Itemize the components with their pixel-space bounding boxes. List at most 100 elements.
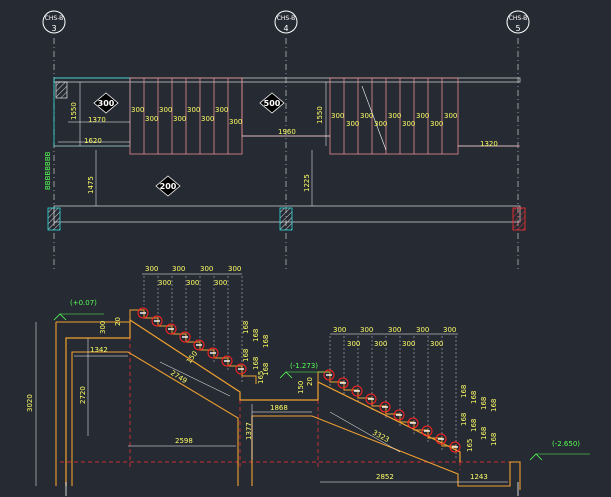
dim-1320: 1320 — [480, 140, 498, 148]
dim-3323: 3323 — [371, 429, 390, 444]
svg-text:300: 300 — [214, 279, 227, 287]
level-label: (-2.650) — [552, 440, 580, 448]
svg-text:168: 168 — [460, 385, 468, 398]
level-marker-bottom: (-2.650) — [529, 440, 590, 461]
svg-text:300: 300 — [374, 120, 387, 128]
step-marker-bars — [140, 312, 458, 448]
svg-text:300: 300 — [228, 265, 241, 273]
level-marker-mid: (-1.273) — [279, 362, 328, 379]
svg-text:168: 168 — [460, 413, 468, 426]
svg-text:300: 300 — [145, 115, 158, 123]
stair-profile-upper — [65, 318, 461, 486]
svg-text:300: 300 — [159, 106, 172, 114]
step-teeth-upper — [129, 309, 257, 384]
svg-text:300: 300 — [430, 120, 443, 128]
svg-text:300: 300 — [158, 279, 171, 287]
slab-label: 300 — [98, 99, 115, 108]
svg-text:300: 300 — [416, 112, 429, 120]
level-marker-top: (+0.07) — [53, 299, 104, 321]
column-hatch — [55, 81, 68, 99]
section-step-width-dims-upper: 300 300 300 300 300 300 300 — [145, 265, 241, 287]
svg-text:168: 168 — [242, 321, 250, 334]
axis-code: CHS-B — [45, 15, 64, 22]
svg-text:300: 300 — [187, 106, 200, 114]
svg-text:300: 300 — [215, 106, 228, 114]
dim-1475: 1475 — [87, 176, 95, 194]
dim-1370: 1370 — [88, 116, 106, 124]
step-markers-upper — [137, 307, 247, 375]
plan-top-beam — [53, 77, 521, 83]
level-label: (-1.273) — [290, 362, 318, 370]
dim-20: 20 — [114, 317, 122, 326]
section-view: (+0.07) (-1.273) (-2.650) 300 300 300 30… — [26, 265, 590, 496]
svg-text:300: 300 — [201, 115, 214, 123]
svg-text:300: 300 — [416, 326, 429, 334]
svg-text:300: 300 — [347, 340, 360, 348]
svg-text:300: 300 — [331, 112, 344, 120]
dim-1225: 1225 — [303, 174, 311, 192]
slab-tag-500: 500 — [259, 92, 285, 114]
svg-text:168: 168 — [490, 399, 498, 412]
axis-bubble-5: CHS-B 5 — [506, 10, 530, 34]
dim-300: 300 — [99, 321, 107, 334]
slab-label: 500 — [264, 99, 281, 108]
plan-tread-dims-2: 300 300 300 300 300 300 300 300 300 — [331, 112, 457, 128]
svg-text:300: 300 — [402, 340, 415, 348]
svg-text:168: 168 — [470, 391, 478, 404]
column-hatch — [279, 207, 293, 231]
plan-dimension-lines — [58, 82, 518, 206]
slab-label: 200 — [160, 182, 177, 191]
dim-1342: 1342 — [90, 346, 108, 354]
slab-tag-300: 300 — [93, 92, 119, 114]
axis-number: 3 — [51, 24, 56, 33]
column-hatch-red — [512, 207, 526, 231]
axis-number: 4 — [283, 24, 288, 33]
axis-number: 5 — [515, 24, 520, 33]
level-label: (+0.07) — [70, 299, 97, 307]
dim-1377: 1377 — [245, 422, 253, 440]
svg-text:300: 300 — [145, 265, 158, 273]
svg-text:300: 300 — [388, 326, 401, 334]
svg-text:168: 168 — [242, 349, 250, 362]
dim-1868: 1868 — [270, 404, 288, 412]
svg-text:168: 168 — [252, 329, 260, 342]
svg-text:168: 168 — [262, 363, 270, 376]
side-note-label: BBBBBBBB — [44, 151, 52, 190]
svg-text:165: 165 — [466, 439, 474, 452]
svg-text:300: 300 — [443, 326, 456, 334]
svg-text:300: 300 — [360, 112, 373, 120]
svg-text:300: 300 — [402, 120, 415, 128]
section-dimension-lines — [35, 273, 508, 486]
stair-slab-inner — [55, 321, 521, 490]
svg-text:168: 168 — [252, 357, 260, 370]
ground-ticks — [65, 482, 519, 496]
dim-1550: 1550 — [316, 106, 324, 124]
column-hatch — [47, 207, 61, 231]
svg-text:300: 300 — [131, 106, 144, 114]
slab-tag-200: 200 — [155, 175, 181, 197]
svg-text:300: 300 — [172, 265, 185, 273]
section-riser-dims-lower: 168 168 168 168 168 168 168 168 165 — [460, 385, 498, 452]
dim-1550: 1550 — [70, 102, 78, 120]
axis-bubble-3: CHS-B 3 — [42, 10, 66, 34]
plan-tread-dims-1: 300 300 300 300 300 300 300 300 — [131, 106, 242, 126]
svg-text:300: 300 — [444, 112, 457, 120]
dim-150: 150 — [185, 350, 199, 366]
svg-text:168: 168 — [480, 397, 488, 410]
svg-text:168: 168 — [470, 419, 478, 432]
dim-150: 150 — [297, 381, 305, 394]
svg-text:300: 300 — [374, 340, 387, 348]
axis-code: CHS-B — [509, 15, 528, 22]
dim-3020: 3020 — [26, 394, 34, 412]
dim-1960: 1960 — [278, 128, 296, 136]
svg-text:300: 300 — [229, 118, 242, 126]
axis-code: CHS-B — [277, 15, 296, 22]
step-markers-lower — [323, 369, 461, 453]
dim-2720: 2720 — [79, 386, 87, 404]
step-teeth-lower — [317, 371, 457, 452]
svg-text:300: 300 — [173, 115, 186, 123]
plan-flight-1 — [129, 77, 330, 155]
section-step-width-dims-lower: 300 300 300 300 300 300 300 300 300 — [333, 326, 456, 348]
section-riser-dims-upper: 168 168 168 168 168 168 165 — [242, 321, 270, 384]
